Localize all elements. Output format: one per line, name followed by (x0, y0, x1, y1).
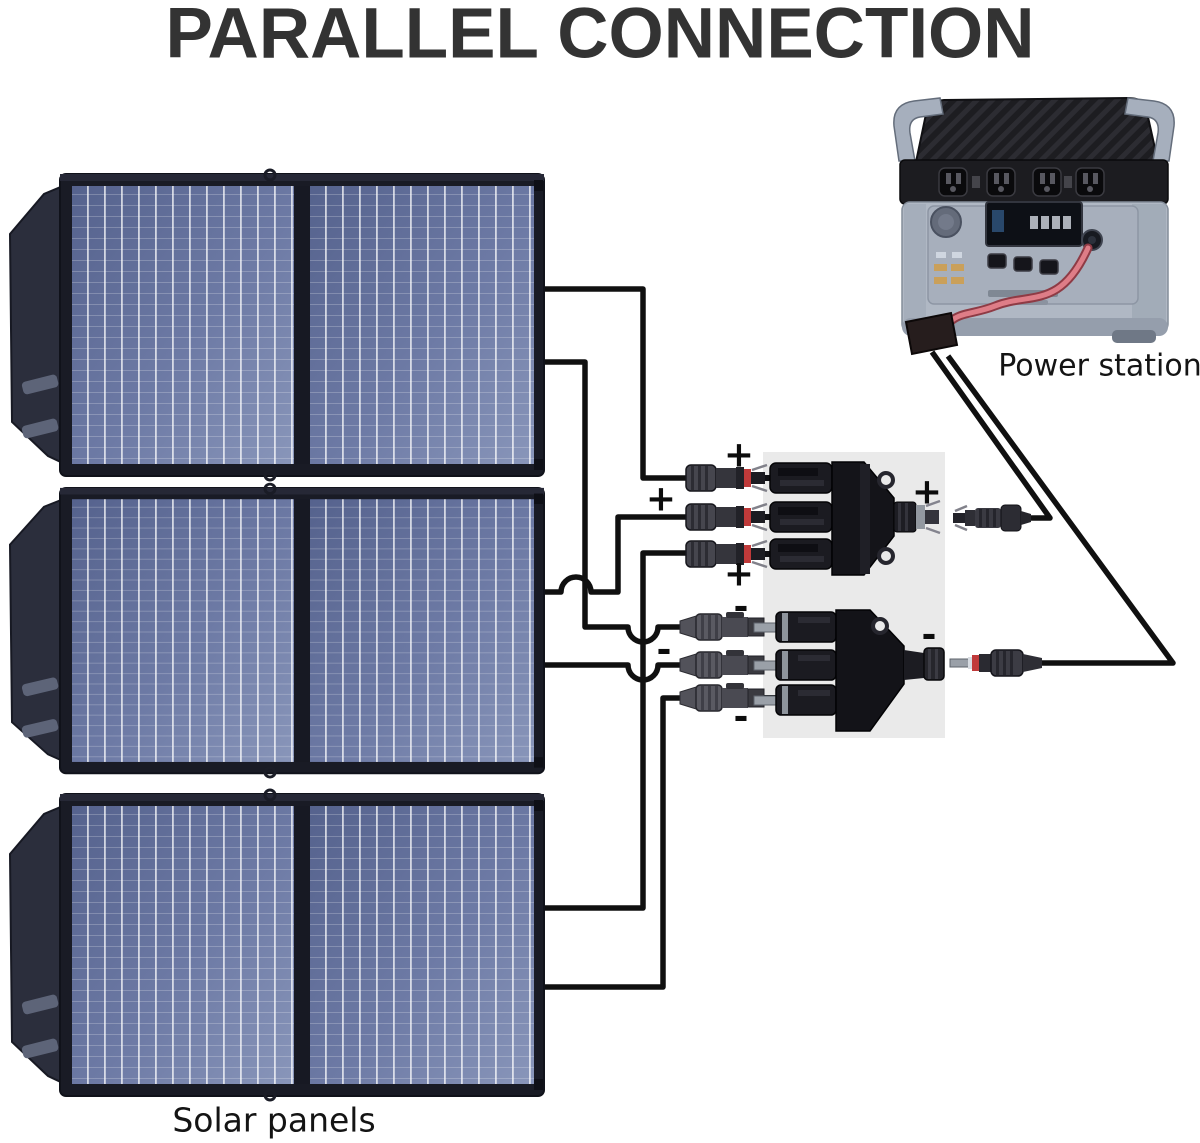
solar-panel-1 (8, 168, 546, 482)
wire-panel1-positive (536, 286, 688, 481)
power-button-3 (1039, 259, 1059, 275)
ac-outlet-1 (938, 167, 968, 197)
polarity-label-plus-in-1: + (723, 434, 755, 476)
adapter-block (904, 311, 959, 356)
polarity-label-minus-in-1: - (733, 586, 749, 628)
caption-solar-panels: Solar panels (172, 1100, 376, 1140)
power-button-1 (987, 253, 1007, 269)
wire-panel2-negative (536, 662, 684, 683)
indicator-ports (934, 252, 964, 284)
power-station-top-lid (914, 96, 1160, 163)
polarity-label-minus-in-2: - (656, 629, 672, 671)
power-station-handle-left (893, 97, 944, 162)
ac-outlet-3 (1032, 167, 1062, 197)
solar-panel-3 (8, 788, 546, 1102)
branch-connector-positive (769, 461, 941, 576)
polarity-label-minus-out: - (921, 614, 937, 656)
wire-panel3-negative (536, 695, 684, 990)
wire-panel2-positive (536, 514, 688, 595)
polarity-label-minus-in-3: - (733, 696, 749, 738)
mc4-connector-output-negative (949, 649, 1042, 677)
ac-outlet-4 (1075, 167, 1105, 197)
polarity-label-plus-out: + (911, 471, 943, 513)
power-station-handle-right (1124, 97, 1175, 162)
caption-power-station: Power station (998, 348, 1200, 384)
ac-outlet-2 (986, 167, 1016, 197)
branch-connector-negative (753, 609, 945, 732)
polarity-label-plus-in-2: + (645, 478, 677, 520)
page-title: PARALLEL CONNECTION (165, 0, 1035, 74)
wire-panel1-negative (536, 359, 684, 645)
mc4-connector-output-positive (953, 504, 1031, 532)
polarity-label-plus-in-3: + (723, 553, 755, 595)
wire-output-negative (945, 354, 1176, 666)
power-station (893, 96, 1175, 356)
wire-panel3-positive (536, 550, 688, 911)
power-station-base (902, 318, 1168, 336)
solar-panel-2 (8, 482, 546, 779)
display-screen (985, 201, 1083, 247)
power-button-2 (1013, 256, 1033, 272)
